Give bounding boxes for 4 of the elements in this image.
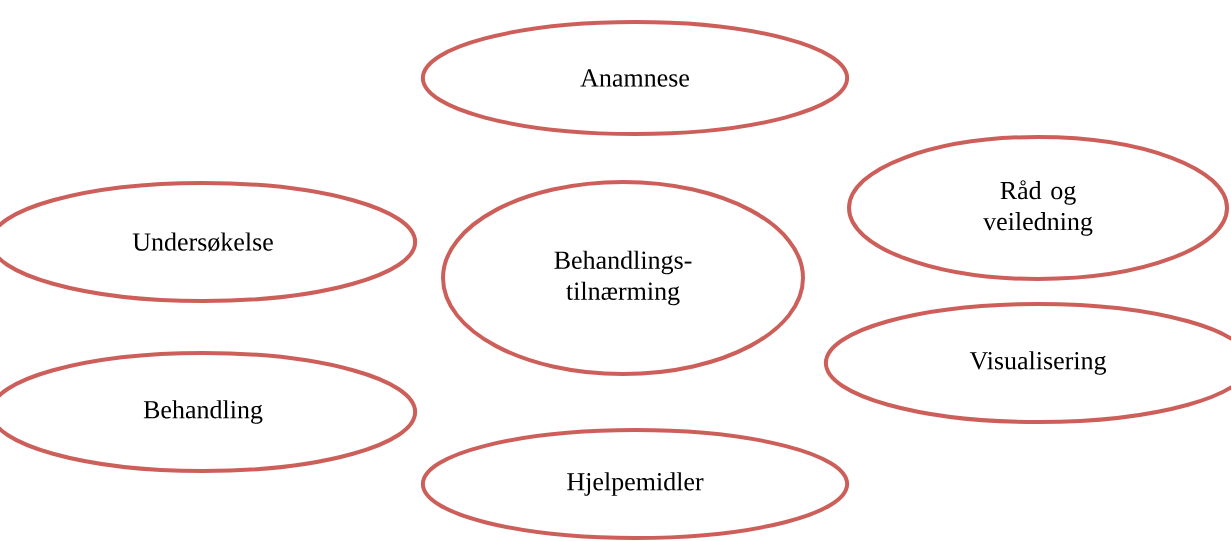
- ellipse-node: Råd og veiledning: [847, 135, 1229, 281]
- ellipse-node: Hjelpemidler: [420, 428, 850, 540]
- ellipse-node: Behandlings- tilnærming: [441, 180, 805, 376]
- ellipse-node: Anamnese: [420, 20, 850, 136]
